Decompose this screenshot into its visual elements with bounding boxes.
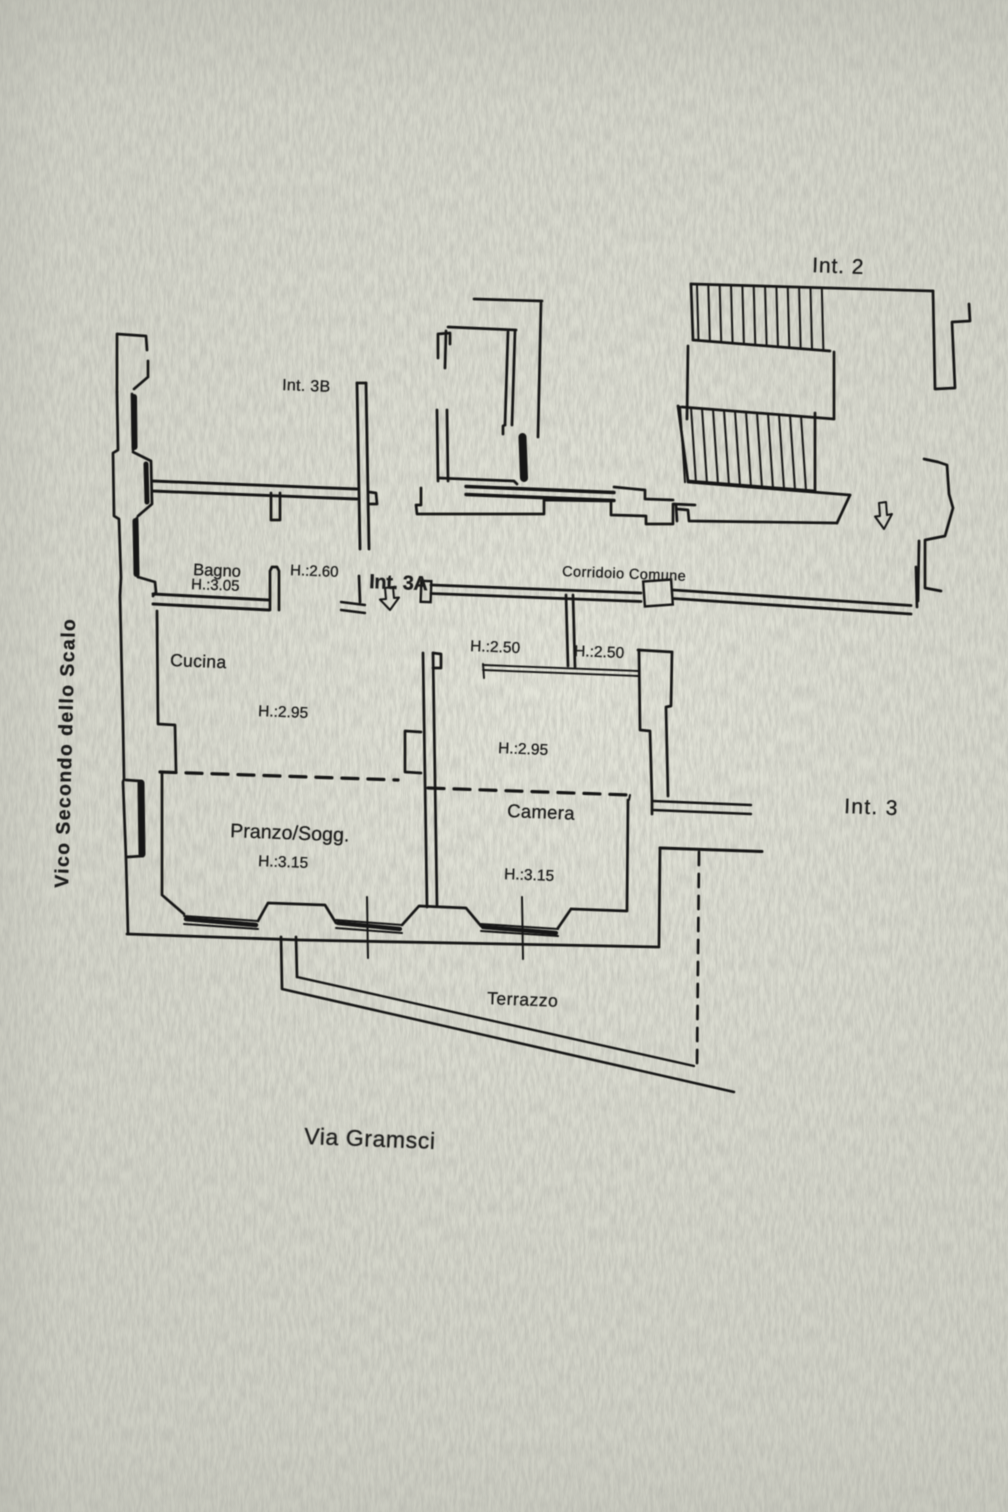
svg-text:Via Gramsci: Via Gramsci [304,1123,436,1154]
svg-text:Int. 3: Int. 3 [844,795,899,820]
svg-text:H.:3.05: H.:3.05 [191,576,240,595]
svg-text:H.:2.95: H.:2.95 [498,740,549,759]
svg-text:Int. 2: Int. 2 [812,254,865,279]
svg-text:H.:3.15: H.:3.15 [258,853,309,872]
svg-text:H.:2.50: H.:2.50 [470,638,521,657]
svg-text:Camera: Camera [507,800,576,824]
svg-text:H.:2.95: H.:2.95 [258,703,309,722]
svg-text:Pranzo/Sogg.: Pranzo/Sogg. [230,820,350,847]
svg-text:Cucina: Cucina [170,650,227,672]
svg-text:Bagno: Bagno [193,561,241,581]
svg-text:Int. 3B: Int. 3B [282,377,331,396]
svg-text:H.:3.15: H.:3.15 [504,866,555,885]
svg-text:Corridoio Comune: Corridoio Comune [562,564,687,585]
svg-text:H.:2.50: H.:2.50 [574,643,625,662]
svg-text:Int. 3A: Int. 3A [369,571,428,595]
svg-text:Terrazzo: Terrazzo [487,988,559,1011]
svg-text:H.:2.60: H.:2.60 [290,562,339,581]
